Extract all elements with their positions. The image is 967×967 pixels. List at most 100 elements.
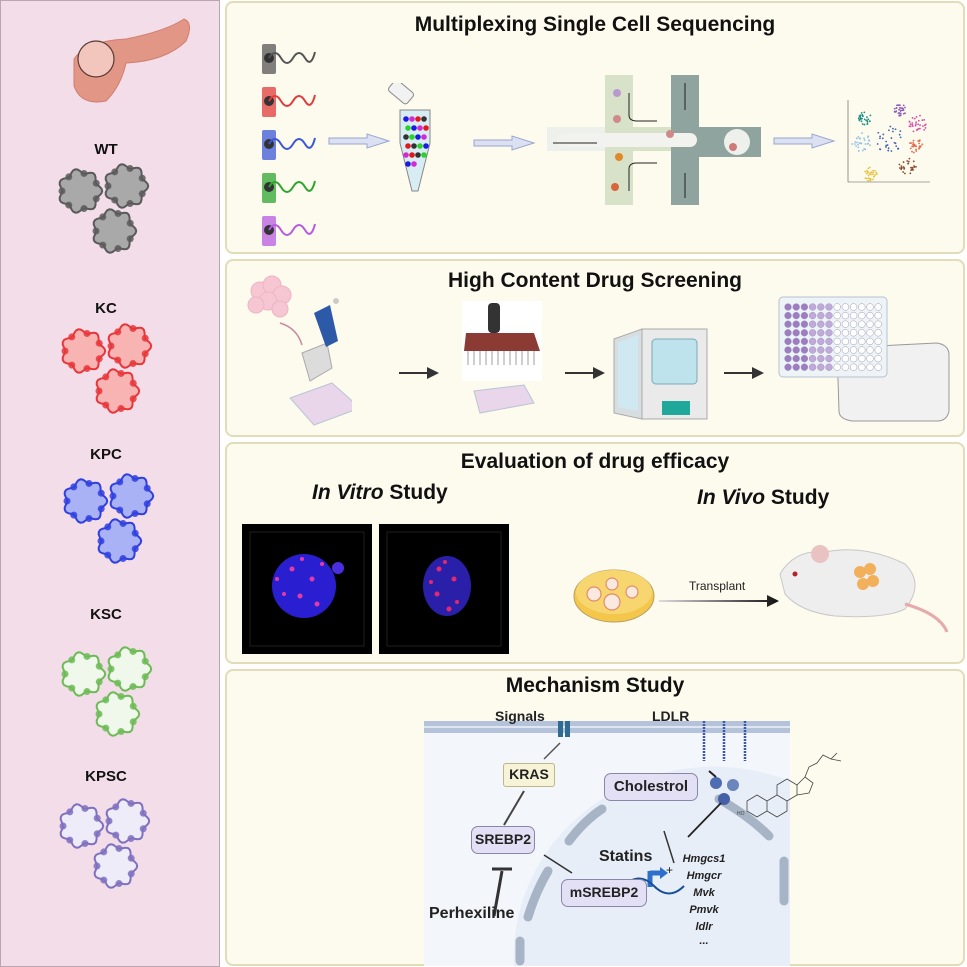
tsne-point [863,111,866,114]
tsne-point [924,127,927,129]
plate-well [866,320,874,328]
plate-well [874,354,882,363]
tsne-point [915,123,917,125]
plate-well [841,320,850,328]
tsne-point [917,123,920,126]
bead [403,152,409,158]
tsne-point [893,107,896,110]
pipette-plate-icon [247,275,352,426]
tsne-point [902,161,905,163]
arrow-icon [773,133,836,149]
barcode-oligo-icon [262,44,316,74]
tsne-point [863,118,866,121]
tsne-point [869,114,872,117]
panel-drug-efficacy: Evaluation of drug efficacy In Vitro Stu… [225,442,965,664]
plate-well [800,337,809,346]
tsne-point [867,142,869,145]
tsne-point [922,125,924,128]
tsne-point [866,116,868,119]
tsne-point [895,145,898,148]
tsne-point [890,137,893,139]
tsne-point [899,109,902,112]
tsne-point [875,171,878,174]
plate-well [825,363,833,371]
tsne-point [906,160,909,162]
tsne-point [917,147,920,150]
molecule-ho-label: HO [737,811,745,817]
tsne-point [882,133,885,136]
plate-well [833,320,841,328]
tsne-point [867,118,870,121]
genotype-label-kc: KC [95,300,117,317]
genotype-label-kpsc: KPSC [85,768,127,785]
in-vitro-subtitle: In Vitro Study [312,481,448,505]
tsne-point [860,120,863,123]
genotype-sidebar: WT KC KPC KSC KPSC [0,0,220,967]
plate-well [874,337,882,346]
bead [405,143,411,149]
panel-single-cell-sequencing: Multiplexing Single Cell Sequencing [225,1,965,254]
tsne-point [911,116,914,119]
plate-well [866,363,874,371]
organoid-icon [61,651,107,697]
plate-well [841,337,850,346]
plus-sign: + [666,863,674,877]
plate-well [784,303,792,311]
in-vitro-italic: In Vitro [312,481,384,504]
tsne-point [868,177,871,180]
plate-well [792,354,800,363]
tsne-point [911,168,914,171]
plate-reader-icon [778,296,950,422]
tsne-point [916,128,919,131]
tsne-point [868,172,871,175]
panel-mechanism-study: Mechanism Study Signals LDLR KRAS Choles… [225,669,965,966]
tsne-point [911,150,913,153]
tsne-point [861,113,864,116]
plate-well [792,311,800,320]
transplant-label: Transplant [689,579,746,593]
tsne-point [895,110,898,113]
tsne-point [919,114,921,117]
tsne-point [908,125,911,128]
tsne-point [898,167,901,169]
tsne-point [864,148,867,151]
tsne-point [899,136,902,139]
tsne-point [913,166,916,169]
plate-well [784,354,792,363]
tsne-point [864,177,867,180]
plate-well [866,303,874,311]
plate-well [800,303,809,311]
tsne-point [894,128,897,131]
tsne-point [918,145,921,148]
barcode-oligo-icon [262,87,316,117]
tsne-point [899,112,902,115]
tsne-point [859,137,862,140]
genotype-label-kpc: KPC [90,446,122,463]
plate-well [849,337,858,346]
bead [411,161,417,167]
gene-label: ldlr [695,921,713,933]
plate-well [808,329,817,337]
tsne-point [879,148,882,151]
tsne-point [909,147,912,150]
tsne-point [902,171,905,173]
plate-well [858,337,866,346]
plate-well [874,303,882,311]
tsne-point [907,162,910,165]
mouse-icon [779,545,949,633]
tsne-point [904,106,906,109]
tsne-point [873,175,876,178]
plate-well [874,363,882,371]
tsne-point [857,150,860,152]
tsne-point [895,106,898,109]
tsne-point [868,166,871,169]
bead [409,134,415,140]
bead [417,143,423,149]
bead [421,152,427,158]
tsne-point [867,171,870,174]
tsne-point [912,141,914,144]
tsne-point [911,145,914,148]
organoid-image-treated [379,524,509,654]
bead [423,125,429,131]
plate-well [874,311,882,320]
